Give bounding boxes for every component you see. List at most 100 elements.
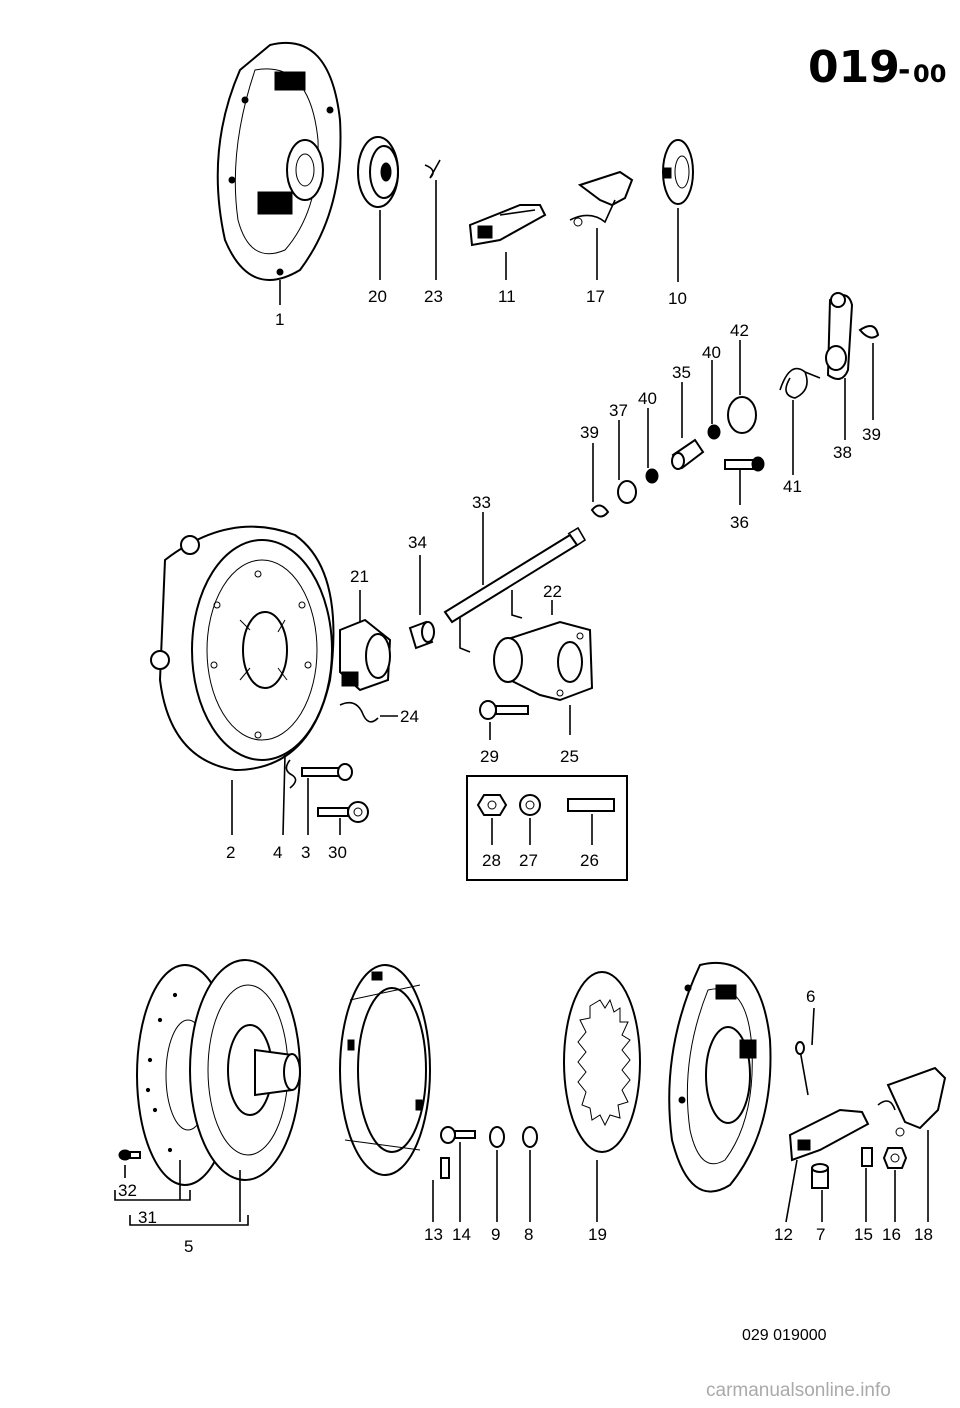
leader-lines-bottom-mid bbox=[432, 1142, 598, 1222]
callout-33: 33 bbox=[472, 493, 491, 512]
callout-37: 37 bbox=[609, 401, 628, 420]
callout-20: 20 bbox=[368, 287, 387, 306]
callout-11: 11 bbox=[498, 287, 516, 306]
callout-22: 22 bbox=[543, 582, 562, 601]
part-3-bolt bbox=[301, 763, 353, 781]
part-24-spring-clip bbox=[339, 701, 398, 723]
part-29-bolt bbox=[479, 700, 529, 720]
callout-34: 34 bbox=[408, 533, 427, 552]
callout-41: 41 bbox=[783, 477, 802, 496]
callout-25: 25 bbox=[560, 747, 579, 766]
callout-9: 9 bbox=[491, 1225, 500, 1244]
leader-lines-shaft bbox=[592, 340, 874, 505]
part-9-washer bbox=[489, 1126, 505, 1148]
callout-24: 24 bbox=[400, 707, 419, 726]
part-7-bushing bbox=[811, 1163, 829, 1189]
callout-19: 19 bbox=[588, 1225, 607, 1244]
footer-figure-code: 029 019000 bbox=[742, 1327, 827, 1344]
part-38-lever bbox=[825, 292, 854, 380]
callout-42: 42 bbox=[730, 321, 749, 340]
callout-31: 31 bbox=[138, 1208, 157, 1227]
callout-36: 36 bbox=[730, 513, 749, 532]
part-8-washer bbox=[522, 1126, 538, 1148]
callout-7: 7 bbox=[816, 1225, 825, 1244]
part-23-clip bbox=[424, 159, 441, 179]
callout-40-lower: 40 bbox=[638, 389, 657, 408]
part-16-nut bbox=[882, 1147, 908, 1169]
part-housing-bottom-right bbox=[668, 961, 772, 1193]
bracket-lines-bottom-left bbox=[114, 1160, 249, 1226]
callout-35: 35 bbox=[672, 363, 691, 382]
callout-1: 1 bbox=[275, 310, 284, 329]
part-13-rivet bbox=[440, 1157, 450, 1179]
part-11-fork-bracket bbox=[468, 204, 547, 247]
leader-lines-top bbox=[279, 180, 679, 305]
part-15-lock-plate bbox=[861, 1147, 873, 1167]
part-36-bolt bbox=[724, 456, 765, 472]
hardware-box bbox=[466, 775, 628, 881]
callout-18: 18 bbox=[914, 1225, 933, 1244]
part-39-circlip-shaft bbox=[590, 504, 610, 518]
part-12-release-fork bbox=[788, 1108, 870, 1162]
diagram-title-number: 019 bbox=[808, 42, 900, 93]
callout-27: 27 bbox=[519, 851, 538, 870]
part-14-bolt bbox=[440, 1126, 476, 1144]
callout-8: 8 bbox=[524, 1225, 533, 1244]
part-34-bushing bbox=[408, 620, 435, 650]
callout-16: 16 bbox=[882, 1225, 901, 1244]
part-33-release-shaft bbox=[443, 526, 587, 653]
diagram-title-subnumber: 00 bbox=[913, 60, 946, 88]
part-37-washer bbox=[617, 480, 637, 504]
callout-39-shaft: 39 bbox=[580, 423, 599, 442]
callout-38: 38 bbox=[833, 443, 852, 462]
part-4-spring-washer bbox=[285, 759, 297, 789]
part-35-sleeve bbox=[671, 438, 705, 470]
part-32-screw bbox=[118, 1149, 141, 1161]
callout-12: 12 bbox=[774, 1225, 793, 1244]
callout-32: 32 bbox=[118, 1181, 137, 1200]
part-31-clutch-disc bbox=[189, 959, 301, 1181]
callout-2: 2 bbox=[226, 843, 235, 862]
callout-21: 21 bbox=[350, 567, 369, 586]
part-10-bearing-sleeve bbox=[662, 139, 694, 205]
callout-14: 14 bbox=[452, 1225, 471, 1244]
part-1-clutch-housing bbox=[216, 41, 342, 281]
part-2-pressure-plate bbox=[150, 525, 335, 772]
part-25-guide-sleeve bbox=[493, 620, 594, 702]
callout-4: 4 bbox=[273, 843, 282, 862]
callout-23: 23 bbox=[424, 287, 443, 306]
part-41-return-spring bbox=[779, 367, 821, 399]
part-20-release-bearing bbox=[357, 136, 399, 208]
callout-17: 17 bbox=[586, 287, 605, 306]
part-18-spring-plate bbox=[877, 1066, 947, 1137]
callout-15: 15 bbox=[854, 1225, 873, 1244]
callout-6: 6 bbox=[806, 987, 815, 1006]
part-pressure-plate-bottom bbox=[339, 964, 431, 1176]
part-42-seal bbox=[727, 396, 757, 434]
callout-3: 3 bbox=[301, 843, 310, 862]
part-17-spring-plate bbox=[569, 170, 634, 227]
watermark: carmanualsonline.info bbox=[706, 1380, 891, 1401]
part-26-stud bbox=[567, 798, 615, 812]
part-27-washer bbox=[519, 794, 541, 816]
part-6-pin bbox=[795, 1007, 815, 1096]
part-19-splined-plate bbox=[563, 971, 641, 1153]
callout-39-top: 39 bbox=[862, 425, 881, 444]
callout-40-upper: 40 bbox=[702, 343, 721, 362]
part-40-bushing-upper bbox=[707, 424, 721, 440]
callout-26: 26 bbox=[580, 851, 599, 870]
callout-28: 28 bbox=[482, 851, 501, 870]
diagram-title-separator: - bbox=[898, 53, 910, 88]
part-30-bolt bbox=[317, 801, 369, 823]
callout-13: 13 bbox=[424, 1225, 443, 1244]
callout-5: 5 bbox=[184, 1237, 193, 1256]
leader-lines-bottom-right bbox=[785, 1130, 929, 1223]
part-28-nut bbox=[476, 794, 508, 816]
callout-29: 29 bbox=[480, 747, 499, 766]
callout-10: 10 bbox=[668, 289, 687, 308]
part-21-bearing-carrier bbox=[339, 618, 392, 692]
leader-lines-mid-lower bbox=[231, 705, 571, 836]
callout-30: 30 bbox=[328, 843, 347, 862]
part-40-bushing-lower bbox=[645, 468, 659, 484]
